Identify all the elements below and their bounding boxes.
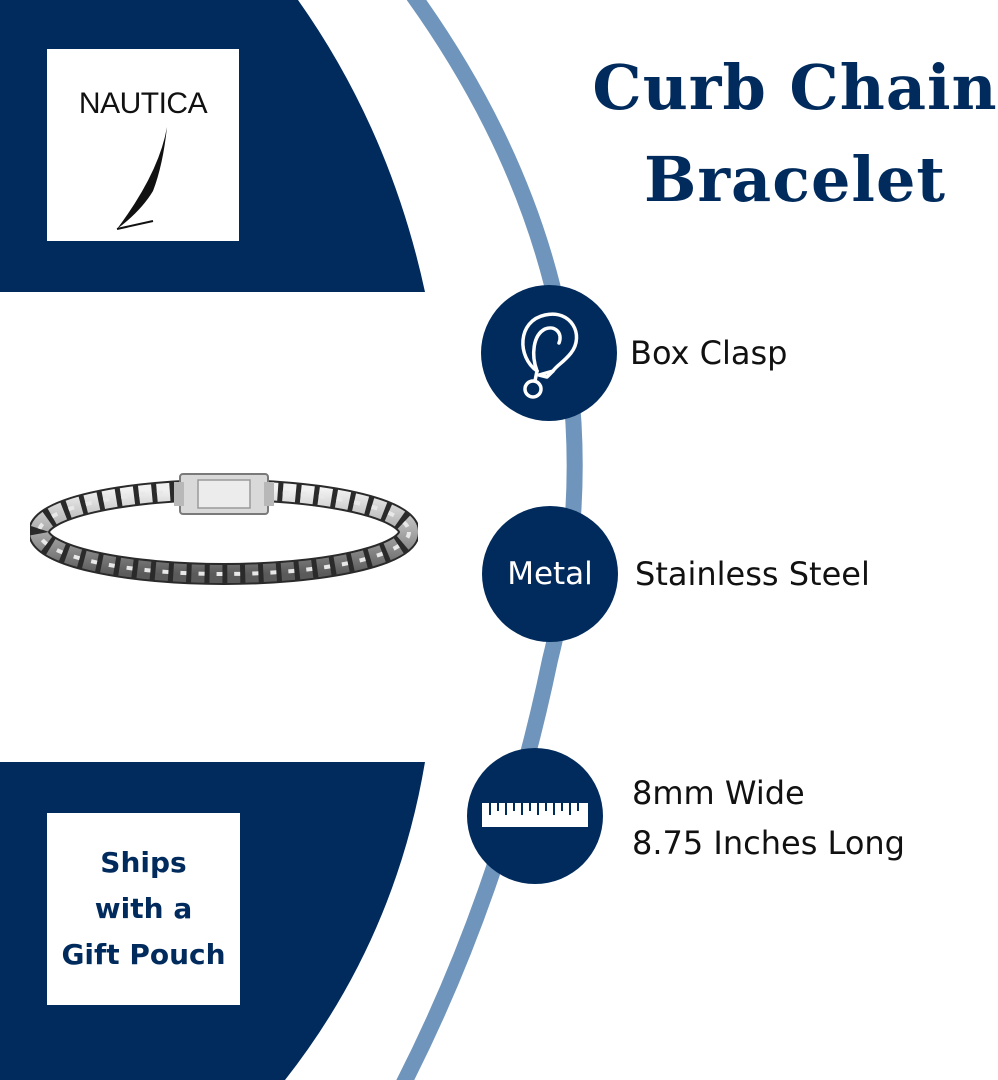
gift-note-line2: with a xyxy=(94,892,193,925)
feature-metal-label: Stainless Steel xyxy=(635,555,870,593)
gift-pouch-note: Ships with a Gift Pouch xyxy=(47,813,240,1005)
lobster-clasp-icon xyxy=(521,312,579,399)
feature-size-label: 8mm Wide 8.75 Inches Long xyxy=(632,768,905,868)
feature-size-width: 8mm Wide xyxy=(632,774,805,812)
ruler-icon xyxy=(482,803,588,827)
product-title: Curb Chain Bracelet xyxy=(560,42,998,226)
gift-note-line1: Ships xyxy=(100,846,187,879)
feature-size-length: 8.75 Inches Long xyxy=(632,824,905,862)
feature-metal-circle-text: Metal xyxy=(507,556,593,592)
product-title-line2: Bracelet xyxy=(643,143,947,216)
feature-clasp-circle xyxy=(481,285,617,421)
gift-note-line3: Gift Pouch xyxy=(61,938,226,971)
bracelet-image xyxy=(30,473,418,585)
product-title-line1: Curb Chain xyxy=(592,51,998,124)
feature-size-circle xyxy=(467,748,603,884)
box-clasp-detail xyxy=(174,473,274,515)
brand-logo-text: NAUTICA xyxy=(78,87,208,120)
feature-clasp-label: Box Clasp xyxy=(630,334,788,372)
sail-logo-icon xyxy=(116,127,167,230)
feature-metal-circle: Metal xyxy=(482,506,618,642)
brand-logo: NAUTICA xyxy=(47,49,239,241)
